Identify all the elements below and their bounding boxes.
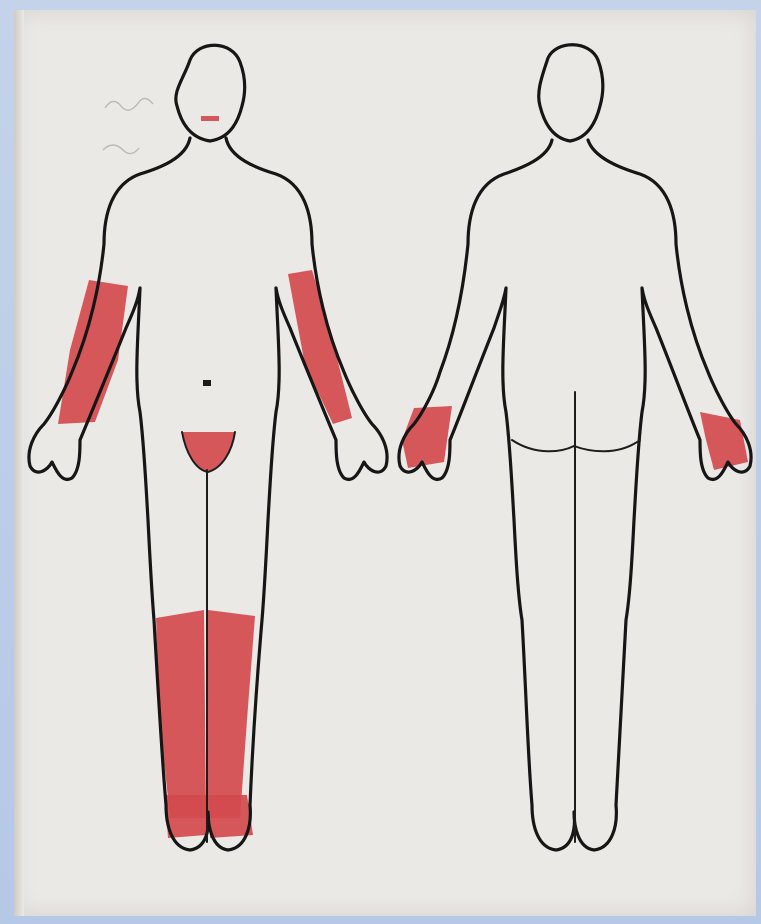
front-navel-mark [203,380,211,386]
back-body-figure [399,45,751,850]
back-head [539,45,603,141]
front-body-figure [29,45,387,850]
front-shaded-left-lower-leg [208,610,255,818]
front-head [176,45,245,141]
front-shaded-genital-area [182,432,235,472]
back-shaded-left-hand [700,412,748,470]
back-shaded-right-hand [402,406,452,468]
pencil-scribbles [103,98,153,153]
front-shaded-mouth [201,116,219,121]
